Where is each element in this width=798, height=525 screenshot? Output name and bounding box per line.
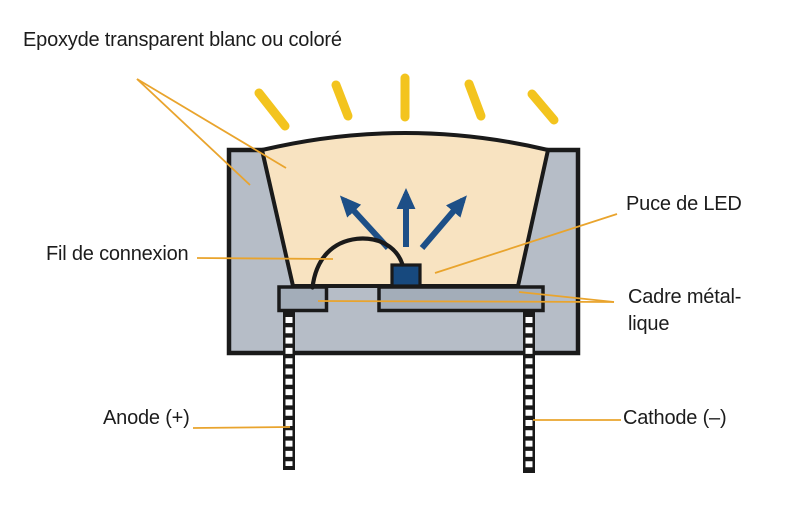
label-cathode: Cathode (–)	[623, 407, 727, 429]
light-ray-4	[464, 79, 486, 121]
leader-anode	[192, 426, 291, 429]
leader-wire	[196, 257, 334, 260]
anode-lead	[283, 312, 295, 470]
leader-lines	[136, 78, 621, 429]
metal-frame-left	[277, 285, 329, 313]
light-ray-1	[254, 88, 290, 131]
light-rays	[254, 73, 559, 131]
metal-frame-right	[377, 285, 545, 313]
label-frame-line2: lique	[628, 313, 670, 335]
label-frame-line1: Cadre métal-	[628, 286, 742, 308]
light-ray-2	[331, 80, 353, 121]
leader-chip	[434, 213, 618, 274]
leader-epoxy-b	[136, 78, 251, 186]
cathode-lead	[523, 312, 535, 473]
led-chip	[390, 263, 422, 288]
leader-frame-a	[317, 300, 615, 303]
leader-epoxy-a	[136, 78, 287, 169]
label-epoxy: Epoxyde transparent blanc ou coloré	[23, 29, 342, 51]
light-ray-5	[527, 89, 559, 125]
label-chip: Puce de LED	[626, 193, 742, 215]
bond-wire	[310, 236, 405, 290]
label-anode: Anode (+)	[103, 407, 190, 429]
leader-frame-b	[518, 291, 615, 303]
emission-arrow-right	[419, 195, 467, 250]
label-frame: Cadre métal- lique	[628, 284, 741, 338]
label-wire: Fil de connexion	[46, 243, 189, 265]
